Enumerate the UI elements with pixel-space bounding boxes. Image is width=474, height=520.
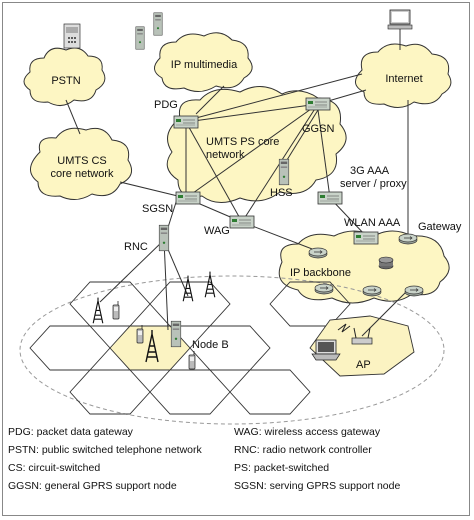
ip-multimedia-label: IP multimedia [171, 59, 238, 71]
legend-item: PSTN: public switched telephone network [8, 444, 202, 456]
cell-hexagon [149, 369, 231, 415]
hss-server-icon [278, 158, 290, 186]
link [185, 103, 319, 199]
lightning-icon [337, 323, 351, 333]
umts-cs-cloud: UMTS CS core network [30, 127, 133, 200]
sgsn-label: SGSN [142, 203, 173, 215]
link [195, 73, 363, 119]
cell-hexagon [229, 369, 311, 415]
link [317, 109, 331, 199]
legend-item: RNC: radio network controller [234, 444, 372, 456]
router-icon [314, 283, 334, 295]
cell-hexagon [69, 369, 151, 415]
aaa-server-label-1: 3G AAA [350, 165, 390, 177]
wag-router-icon [229, 215, 255, 229]
router-icon [308, 247, 328, 259]
router-icon [362, 285, 382, 297]
internet-cloud: Internet [355, 43, 452, 108]
umts-cs-label-2: core network [51, 168, 114, 180]
router-icon [404, 285, 424, 297]
cell-tower-icon [92, 297, 104, 324]
hss-label: HSS [270, 187, 293, 199]
link [99, 239, 165, 303]
ip-multimedia-cloud: IP multimedia [154, 32, 253, 92]
link [185, 121, 243, 223]
telephone-icon [63, 23, 81, 49]
laptop-icon [311, 339, 341, 361]
cell-hexagon [69, 281, 151, 327]
legend-item: GGSN: general GPRS support node [8, 480, 177, 492]
rnc-label: RNC [124, 241, 148, 253]
diagram-frame [2, 2, 470, 516]
wlan-aaa-label: WLAN AAA [344, 217, 401, 229]
aaa-server-icon [317, 191, 343, 205]
network-links [65, 28, 409, 337]
server-tower-icon [153, 12, 163, 36]
legend-item: SGSN: serving GPRS support node [234, 480, 401, 492]
umts-ps-label-2: network [206, 149, 245, 161]
aaa-server-label-2: server / proxy [340, 178, 407, 190]
cell-hexagon-grid [29, 281, 415, 415]
legend-item: WAG: wireless access gateway [234, 426, 381, 438]
cell-tower-icon [204, 271, 216, 298]
mobile-phone-icon [188, 350, 196, 370]
link [65, 99, 81, 135]
pstn-label: PSTN [51, 75, 80, 87]
link [163, 239, 169, 331]
ggsn-router-icon [305, 97, 331, 111]
rnc-server-icon [158, 224, 170, 252]
cell-hexagon [269, 281, 351, 327]
wag-label: WAG [204, 225, 230, 237]
legend-item: PDG: packet data gateway [8, 426, 133, 438]
database-icon [378, 256, 394, 270]
wlan-aaa-icon [353, 231, 379, 245]
ap-label: AP [356, 359, 371, 371]
link [281, 109, 319, 169]
legend-item: PS: packet-switched [234, 462, 330, 474]
link [195, 85, 225, 115]
umts-cs-label-1: UMTS CS [57, 155, 107, 167]
cell-hexagon [29, 325, 111, 371]
server-tower-icon [135, 26, 145, 50]
ggsn-label: GGSN [302, 123, 334, 135]
link [119, 181, 187, 199]
link [185, 103, 319, 123]
wlan-hotspot-area [309, 315, 415, 377]
gateway-router-icon [398, 233, 418, 245]
legend-item: CS: circuit-switched [8, 462, 101, 474]
mobile-phone-icon [112, 300, 120, 320]
wireless-access-point-icon [351, 327, 373, 345]
link [241, 221, 321, 253]
node-b-label: Node B [192, 339, 229, 351]
pdg-router-icon [173, 115, 199, 129]
ip-backbone-label: IP backbone [290, 267, 351, 279]
pdg-label: PDG [154, 99, 178, 111]
node-b-icon [170, 320, 182, 348]
workstation-icon [387, 9, 413, 30]
gateway-label: Gateway [418, 221, 462, 233]
umts-ps-label-1: UMTS PS core [206, 136, 279, 148]
internet-label: Internet [385, 73, 422, 85]
pstn-cloud: PSTN [23, 47, 106, 106]
radio-access-area [19, 275, 445, 425]
sgsn-router-icon [175, 191, 201, 205]
